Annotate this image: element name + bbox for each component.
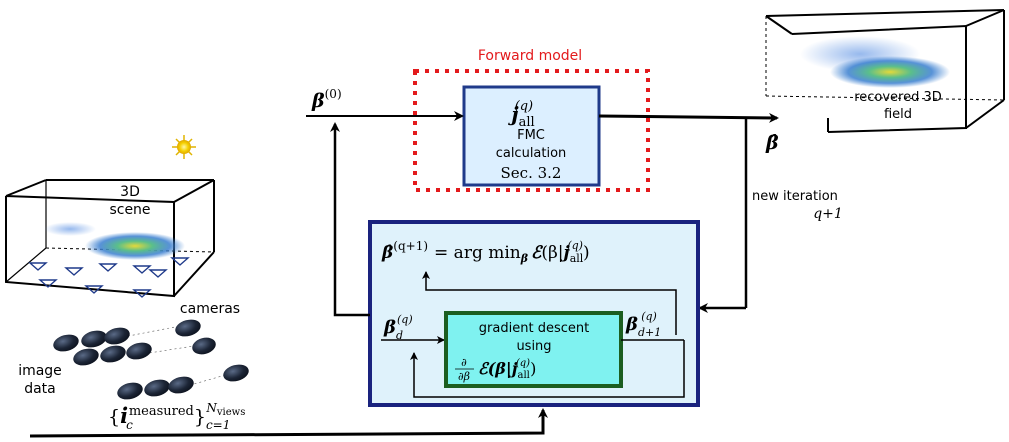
scene-label-line1: 3D <box>120 184 140 200</box>
fmc-calculation-box <box>462 85 601 187</box>
iteration-label-line2: q+1 <box>813 206 843 222</box>
svg-text:ℰ(β|jall(q)): ℰ(β|jall(q)) <box>478 358 536 381</box>
beta-hat-label: β̂ <box>765 132 779 154</box>
beta-d-plus-1-label: βd+1(q) <box>625 310 661 339</box>
gradient-expression: ∂ ∂β ℰ(β|jall(q)) <box>455 356 536 383</box>
fmc-section-ref: Sec. 3.2 <box>501 164 562 182</box>
gradient-descent-box <box>444 311 623 388</box>
measured-data-arrow <box>29 408 548 438</box>
forward-output-arrow <box>598 112 779 123</box>
beta-d-label: βd(q) <box>383 313 413 342</box>
recovered-label-line2: field <box>884 107 912 122</box>
forward-model-frame <box>413 69 650 192</box>
forward-model-title: Forward model <box>478 48 582 64</box>
gradient-label-line1: gradient descent <box>479 321 589 336</box>
image-data-label-line1: image <box>18 363 62 379</box>
cameras-label: cameras <box>180 301 240 317</box>
measured-image-set: {icmeasured}c=1Nviews <box>108 401 245 432</box>
iteration-label-line1: new iteration <box>752 189 838 204</box>
svg-text:∂: ∂ <box>461 356 467 369</box>
scene-3d: 3D scene cameras <box>5 179 240 317</box>
beta-initial-label: β(0) <box>311 87 342 112</box>
fmc-symbol: jall(q) <box>507 99 534 130</box>
image-data-disks <box>53 319 249 400</box>
sun-icon <box>172 135 196 159</box>
fmc-label-line2: calculation <box>496 146 567 161</box>
estimate-return-arrow <box>330 122 370 317</box>
svg-text:∂β: ∂β <box>458 370 470 383</box>
scene-cloud <box>44 222 96 236</box>
image-data-label-line2: data <box>24 381 56 397</box>
gradient-label-line2: using <box>516 339 551 354</box>
fmc-label-line1: FMC <box>517 128 545 143</box>
recovered-field-cube <box>765 9 1005 133</box>
scene-label-line2: scene <box>109 202 150 218</box>
camera-array <box>28 257 190 298</box>
recovered-label-line1: recovered 3D <box>854 90 942 105</box>
